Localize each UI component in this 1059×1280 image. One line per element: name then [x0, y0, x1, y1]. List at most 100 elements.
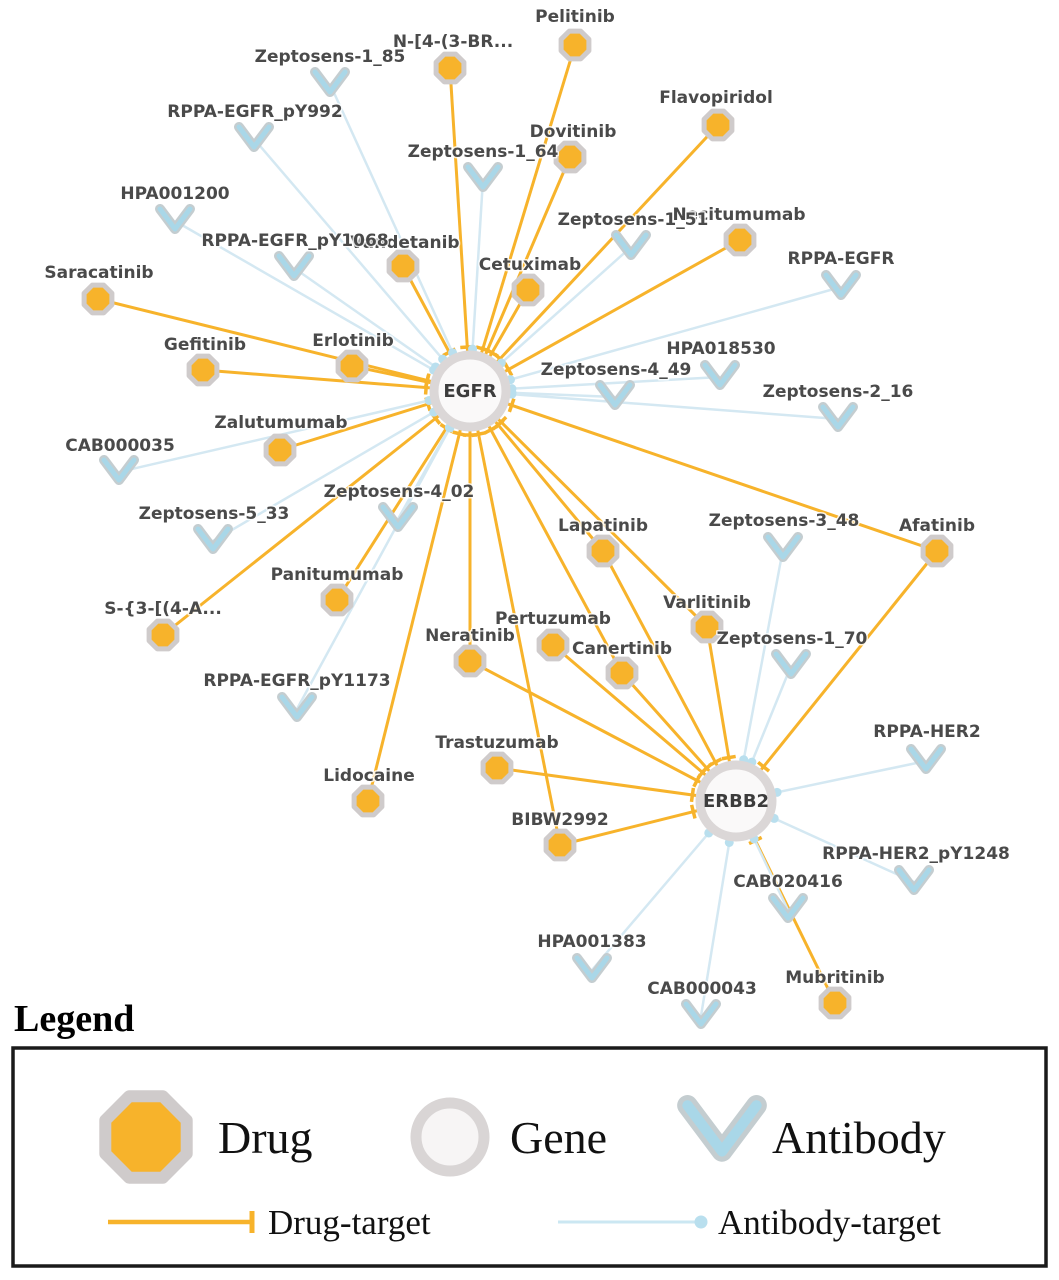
antibody-label-zeptosens-4_49: Zeptosens-4_49	[541, 360, 692, 380]
antibody-node-zeptosens-1_70[interactable]	[771, 649, 811, 679]
drug-node-neratinib[interactable]	[453, 644, 487, 678]
drug-node-gefitinib[interactable]	[186, 353, 220, 387]
drug-target-tee-varlitinib	[721, 754, 736, 761]
drug-target-tee-pertuzumab	[696, 765, 709, 779]
drug-node-canertinib[interactable]	[605, 656, 639, 690]
antibody-chevron-fill-icon	[236, 124, 272, 150]
antibody-label-zeptosens-1_70: Zeptosens-1_70	[717, 629, 868, 649]
antibody-label-rppa-egfr_py992: RPPA-EGFR_pY992	[167, 102, 342, 122]
antibody-chevron-fill-icon	[465, 164, 501, 190]
antibody-node-zeptosens-4_02[interactable]	[378, 502, 418, 532]
antibody-node-rppa-egfr_py992[interactable]	[234, 122, 274, 152]
drug-target-edge-EGFR-s3-4a	[162, 389, 471, 637]
drug-target-edge-ERBB2-neratinib	[469, 659, 737, 803]
legend-antibody-icon	[677, 1095, 767, 1162]
antibody-chevron-fill-icon	[574, 955, 610, 981]
antibody-chevron-fill-icon	[101, 457, 137, 483]
drug-label-saracatinib: Saracatinib	[44, 263, 153, 283]
drug-node-flavopiridol[interactable]	[701, 108, 735, 142]
drug-node-mubritinib[interactable]	[818, 986, 852, 1020]
antibody-chevron-fill-icon	[765, 534, 801, 560]
antibody-node-zeptosens-3_48[interactable]	[763, 532, 803, 562]
antibody-node-zeptosens-1_85[interactable]	[310, 67, 350, 97]
antibody-target-edge-EGFR-hpa001200	[174, 219, 471, 393]
gene-label-ERBB2: ERBB2	[703, 791, 769, 812]
legend-drug-label: Drug	[218, 1112, 313, 1163]
drug-node-cetuximab[interactable]	[511, 273, 545, 307]
antibody-label-cab020416: CAB020416	[733, 872, 843, 892]
antibody-chevron-fill-icon	[770, 895, 806, 921]
drug-target-edge-ERBB2-lapatinib	[601, 550, 738, 802]
drug-node-vandetanib[interactable]	[386, 249, 420, 283]
antibody-node-zeptosens-1_51[interactable]	[611, 230, 651, 260]
nodes-layer	[81, 28, 954, 1029]
antibody-node-hpa001200[interactable]	[155, 204, 195, 234]
drug-node-bibw2992[interactable]	[543, 828, 577, 862]
drug-target-edge-EGFR-flavopiridol	[468, 123, 720, 393]
drug-node-pertuzumab[interactable]	[536, 628, 570, 662]
edges-layer	[97, 44, 939, 1017]
drug-node-pelitinib[interactable]	[558, 28, 592, 62]
antibody-node-rppa-her2[interactable]	[906, 744, 946, 774]
drug-node-s3-4a[interactable]	[146, 618, 180, 652]
legend-drug-icon	[99, 1090, 193, 1184]
drug-target-tee-canertinib	[483, 424, 498, 435]
drug-target-edge-EGFR-pelitinib	[468, 44, 577, 392]
antibody-node-zeptosens-4_49[interactable]	[595, 380, 635, 410]
drug-node-n4-3br[interactable]	[433, 51, 467, 85]
drug-node-saracatinib[interactable]	[81, 282, 115, 316]
drug-target-edge-ERBB2-afatinib	[734, 550, 939, 802]
drug-node-erlotinib[interactable]	[335, 349, 369, 383]
drug-node-panitumumab[interactable]	[320, 583, 354, 617]
antibody-node-zeptosens-2_16[interactable]	[818, 402, 858, 432]
drug-node-necitumumab[interactable]	[723, 223, 757, 257]
antibody-chevron-fill-icon	[597, 382, 633, 408]
antibody-label-hpa001383: HPA001383	[537, 932, 646, 952]
antibody-label-zeptosens-1_51: Zeptosens-1_51	[558, 210, 709, 230]
antibody-node-cab000035[interactable]	[99, 455, 139, 485]
antibody-target-edge-EGFR-zeptosens-2_16	[469, 389, 839, 421]
antibody-label-rppa-egfr_py1173: RPPA-EGFR_pY1173	[203, 671, 390, 691]
drug-node-lidocaine[interactable]	[351, 784, 385, 818]
drug-label-lidocaine: Lidocaine	[323, 766, 415, 786]
antibody-node-rppa-egfr_py1173[interactable]	[277, 692, 317, 722]
legend: Legend Drug Gene Antibody Drug-target An…	[11, 998, 1048, 1268]
antibody-chevron-fill-icon	[896, 867, 932, 893]
antibody-node-cab000043[interactable]	[681, 999, 721, 1029]
antibody-node-rppa-egfr[interactable]	[821, 270, 861, 300]
antibody-label-zeptosens-2_16: Zeptosens-2_16	[763, 382, 914, 402]
antibody-node-hpa018530[interactable]	[700, 360, 740, 390]
legend-drug-target-label: Drug-target	[268, 1203, 431, 1242]
antibody-chevron-fill-icon	[773, 651, 809, 677]
antibody-node-rppa-egfr_py1068[interactable]	[274, 251, 314, 281]
antibody-node-hpa001383[interactable]	[572, 953, 612, 983]
antibody-label-zeptosens-1_64: Zeptosens-1_64	[408, 142, 559, 162]
drug-node-lapatinib[interactable]	[586, 534, 620, 568]
drug-label-gefitinib: Gefitinib	[164, 335, 246, 355]
antibody-node-rppa-her2_py1248[interactable]	[894, 865, 934, 895]
antibody-node-zeptosens-1_64[interactable]	[463, 162, 503, 192]
antibody-label-cab000043: CAB000043	[647, 979, 757, 999]
antibody-node-zeptosens-5_33[interactable]	[193, 524, 233, 554]
antibody-node-cab020416[interactable]	[768, 893, 808, 923]
drug-target-edge-EGFR-n4-3br	[448, 67, 472, 392]
drug-node-afatinib[interactable]	[920, 534, 954, 568]
drug-target-tee-afatinib	[757, 760, 771, 773]
drug-target-edge-EGFR-lidocaine	[366, 390, 472, 802]
legend-antibody-edge-dot	[694, 1215, 708, 1229]
gene-node-ERBB2[interactable]	[695, 760, 777, 842]
drug-label-panitumumab: Panitumumab	[271, 565, 404, 585]
drug-node-trastuzumab[interactable]	[480, 751, 514, 785]
drug-target-edge-EGFR-afatinib	[469, 389, 938, 553]
drug-label-bibw2992: BIBW2992	[511, 810, 608, 830]
drug-node-zalutumumab[interactable]	[263, 433, 297, 467]
drug-label-lapatinib: Lapatinib	[558, 516, 648, 536]
drug-target-edge-EGFR-saracatinib	[97, 297, 471, 393]
drug-node-dovitinib[interactable]	[553, 140, 587, 174]
gene-node-EGFR[interactable]	[429, 350, 511, 432]
drug-node-varlitinib[interactable]	[690, 610, 724, 644]
drug-target-tee-cetuximab	[484, 347, 499, 358]
drug-target-tee-bibw2992	[471, 431, 486, 438]
drug-label-trastuzumab: Trastuzumab	[435, 733, 558, 753]
